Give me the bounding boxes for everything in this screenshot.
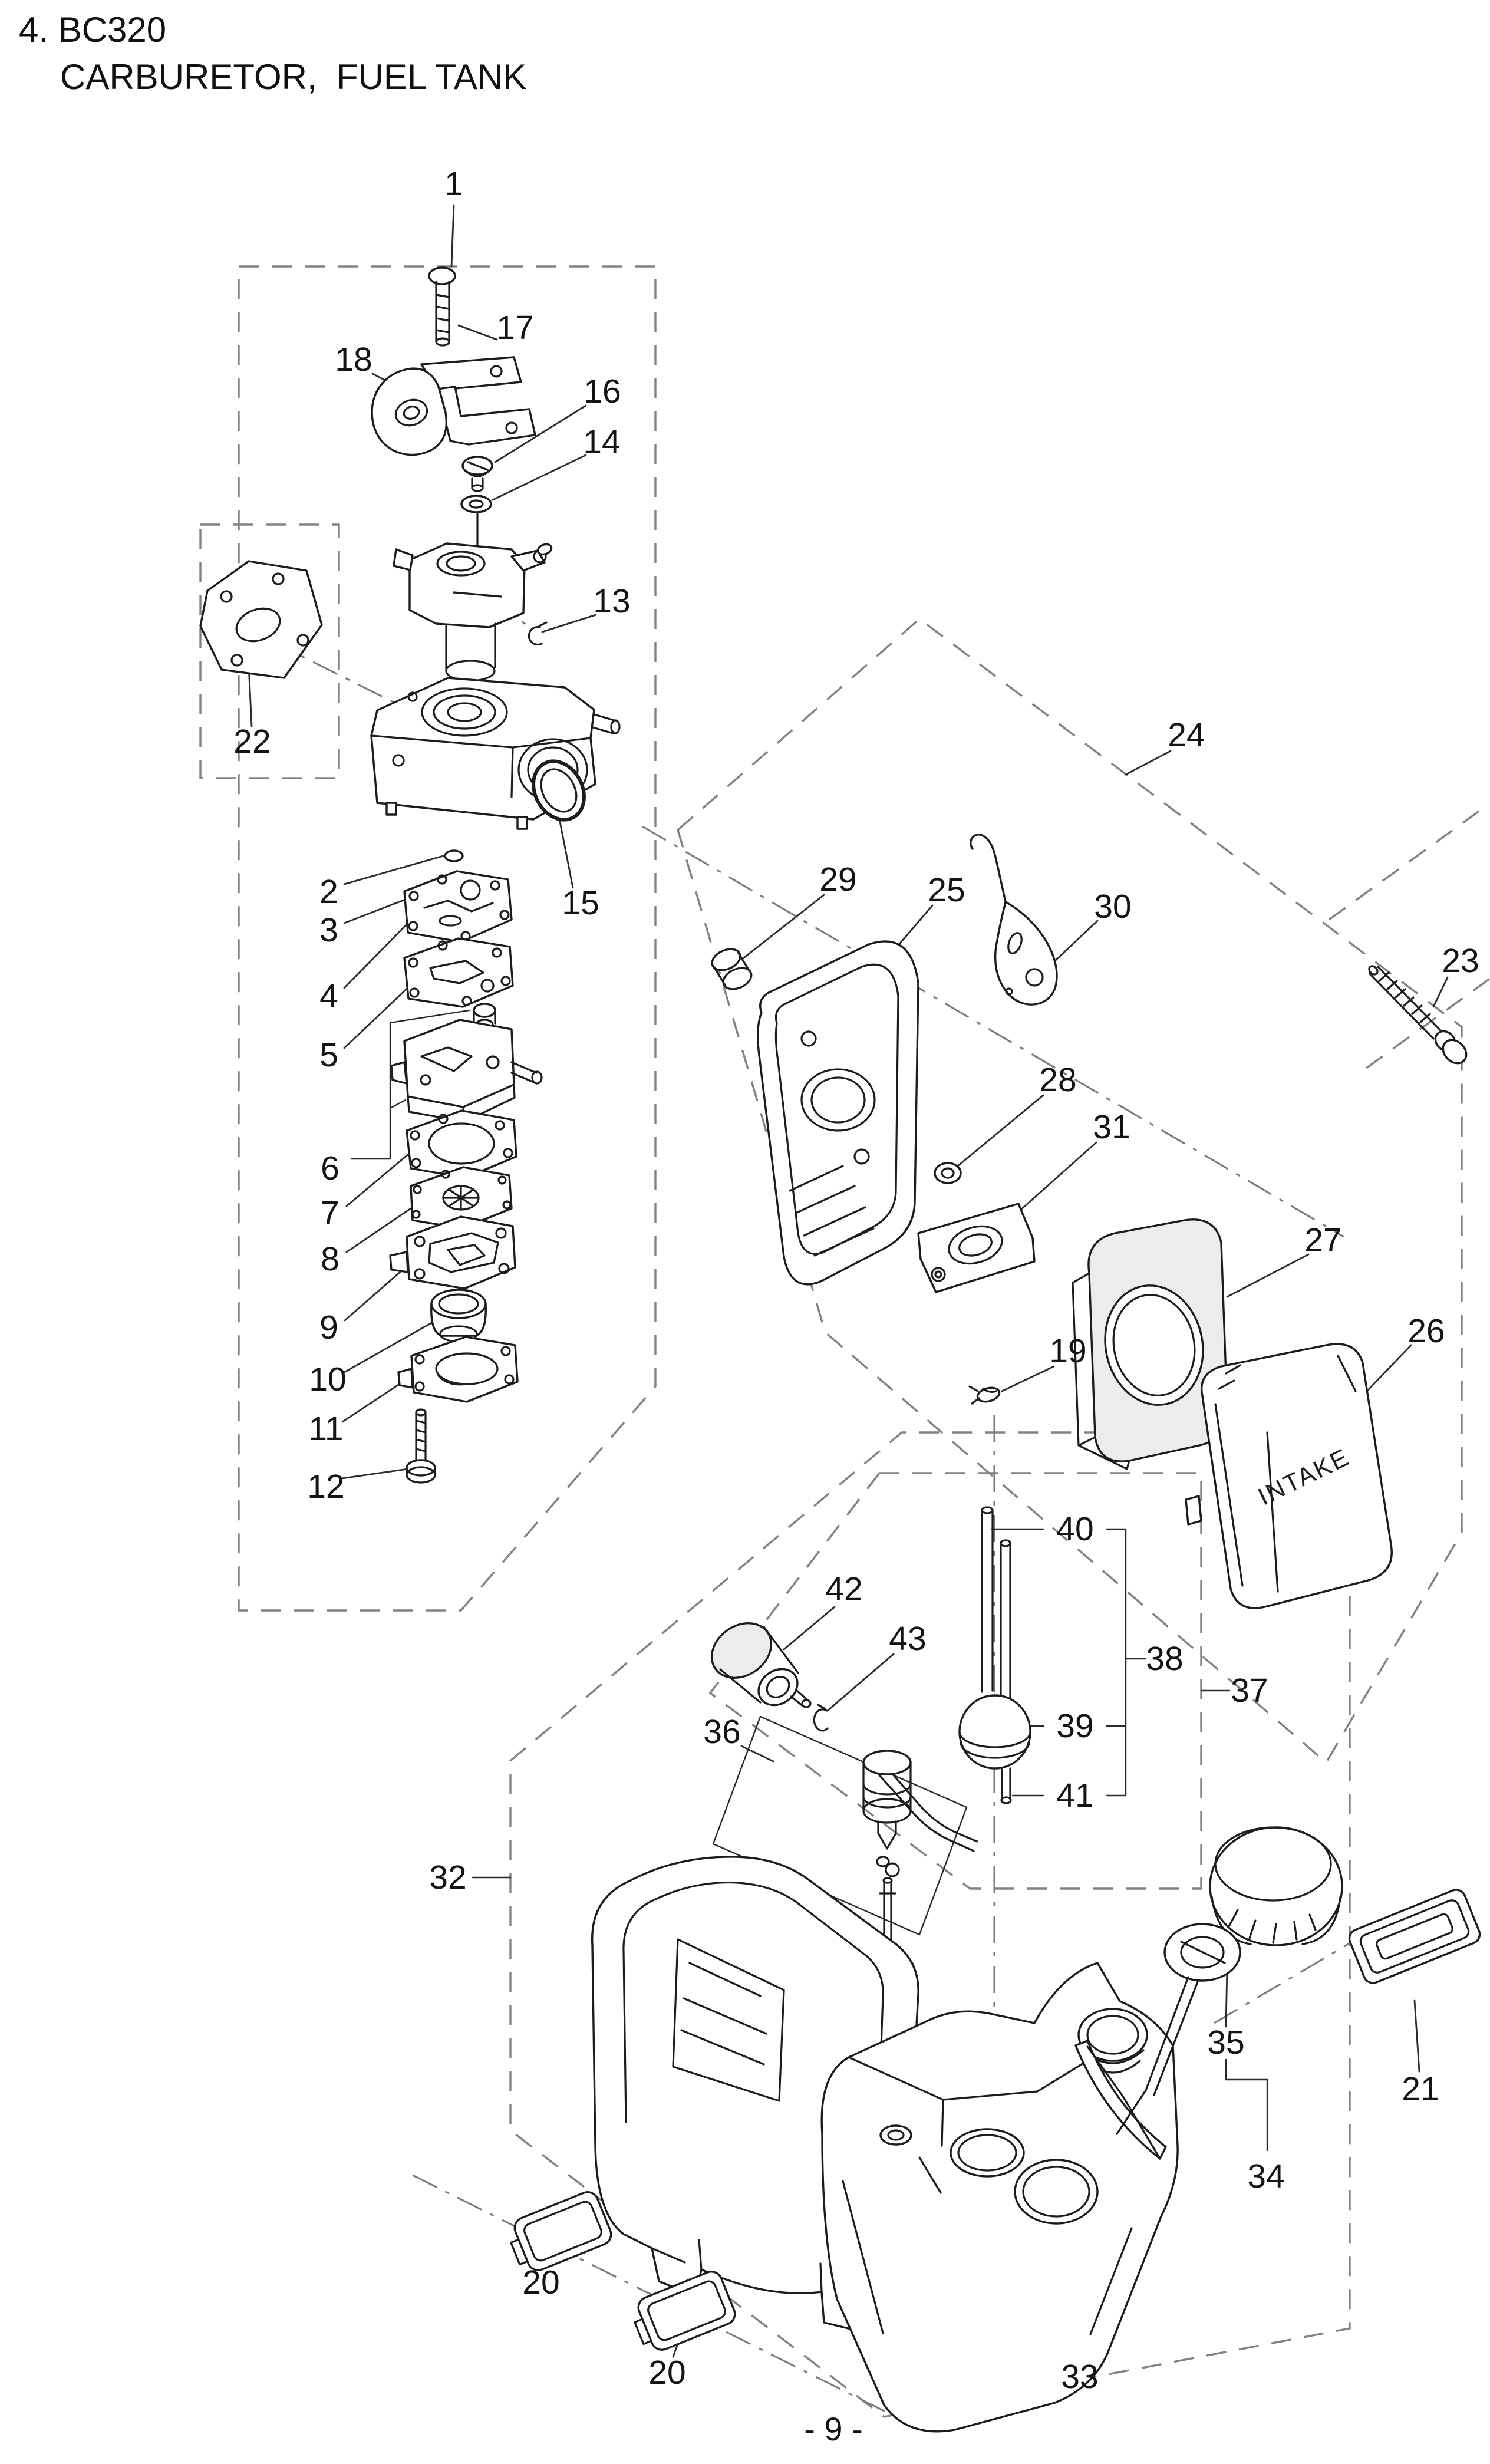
part-label-32: 32 xyxy=(429,1859,466,1896)
part-21-grommet-plate xyxy=(1348,1889,1481,1984)
part-label-10: 10 xyxy=(309,1361,346,1398)
part-label-13: 13 xyxy=(593,582,630,620)
part-5-gasket xyxy=(403,937,514,1008)
part-13-clip xyxy=(528,621,548,646)
part-label-29: 29 xyxy=(819,861,856,898)
part-19-clip xyxy=(968,1385,1001,1405)
part-42-fuel-filter xyxy=(710,1622,812,1708)
part-label-12: 12 xyxy=(307,1468,344,1506)
part-label-33: 33 xyxy=(1061,2358,1098,2396)
part-label-27: 27 xyxy=(1304,1221,1341,1259)
part-14-washer xyxy=(460,495,492,546)
bracket-lines xyxy=(350,1009,1268,2152)
bracket-pipe-group-38 xyxy=(990,1528,1147,1797)
part-label-28: 28 xyxy=(1039,1061,1076,1099)
part-9-metering-body xyxy=(389,1215,516,1290)
part-label-2: 2 xyxy=(319,873,338,911)
part-34-fuel-cap xyxy=(1209,1826,1343,1946)
part-label-36: 36 xyxy=(703,1713,740,1751)
part-label-14: 14 xyxy=(583,423,620,461)
part-10-primer-cup xyxy=(430,1289,487,1343)
part-7-pump-gasket xyxy=(406,1109,517,1179)
part-label-4: 4 xyxy=(319,977,338,1015)
part-label-39: 39 xyxy=(1056,1707,1093,1745)
assembly-box-carburetor-1 xyxy=(238,265,657,1612)
part-15-seal-ring xyxy=(532,759,586,822)
section-title: 4. BC320 xyxy=(19,10,167,50)
part-label-40: 40 xyxy=(1056,1510,1093,1548)
part-label-20: 20 xyxy=(522,2264,559,2301)
part-number-labels: 1234567891011121314151617181920202122232… xyxy=(233,165,1479,2396)
part-28-washer xyxy=(934,1162,962,1184)
part-label-9: 9 xyxy=(319,1309,338,1346)
part-label-18: 18 xyxy=(335,341,372,378)
part-label-34: 34 xyxy=(1247,2157,1284,2195)
part-label-22: 22 xyxy=(233,723,271,760)
part-2-ring xyxy=(444,849,464,862)
part-label-37: 37 xyxy=(1231,1672,1268,1709)
part-label-43: 43 xyxy=(889,1620,926,1658)
page-subtitle: CARBURETOR, FUEL TANK xyxy=(60,57,527,97)
part-label-25: 25 xyxy=(928,871,965,909)
part-label-24: 24 xyxy=(1168,716,1205,754)
part-22-gasket xyxy=(199,560,323,679)
part-label-20: 20 xyxy=(648,2354,685,2391)
part-throttle-body xyxy=(393,542,553,682)
page-number: - 9 - xyxy=(804,2410,863,2447)
frame-part36 xyxy=(712,1715,968,1936)
part-18-bracket xyxy=(371,356,536,456)
part-label-19: 19 xyxy=(1049,1332,1086,1370)
part-label-31: 31 xyxy=(1093,1108,1130,1146)
part-label-6: 6 xyxy=(321,1149,339,1187)
part-label-30: 30 xyxy=(1094,888,1131,925)
part-4-metering-plate xyxy=(403,870,513,943)
part-12-screw xyxy=(406,1408,436,1484)
axis-aircleaner xyxy=(642,825,1344,1238)
part-23-screw xyxy=(1368,965,1468,1065)
part-label-42: 42 xyxy=(825,1570,862,1608)
part-30-choke-lever xyxy=(970,834,1058,1006)
axis-grommets-20 xyxy=(412,2174,920,2430)
part-17-screw xyxy=(428,266,456,347)
part-16-idle-screw xyxy=(461,456,493,492)
part-label-41: 41 xyxy=(1056,1777,1093,1814)
bracket-part6 xyxy=(350,1009,470,1160)
part-label-11: 11 xyxy=(308,1410,343,1448)
part-label-35: 35 xyxy=(1207,2024,1244,2061)
part-33-fuel-tank xyxy=(820,1962,1179,2433)
part-label-17: 17 xyxy=(496,309,533,347)
part-label-7: 7 xyxy=(321,1194,339,1232)
part-8-diaphragm xyxy=(410,1166,513,1230)
part-20-grommet-a xyxy=(510,2191,612,2271)
part-label-21: 21 xyxy=(1402,2070,1439,2108)
bracket-cap-34 xyxy=(1225,2058,1268,2152)
part-label-8: 8 xyxy=(321,1240,339,1278)
part-label-38: 38 xyxy=(1146,1640,1183,1678)
part-29-sleeve xyxy=(711,948,753,990)
part-25-aircleaner-plate xyxy=(757,940,919,1286)
assembly-box-screw-23 xyxy=(1329,808,1490,1069)
part-label-26: 26 xyxy=(1407,1312,1445,1350)
assembly-box-aircleaner-24 xyxy=(677,617,1463,1764)
part-11-pump-plate xyxy=(397,1336,519,1403)
part-20-grommet-b xyxy=(634,2271,736,2351)
part-35-cap-retainer xyxy=(1014,1923,1241,2225)
part-31-bracket xyxy=(917,1203,1036,1293)
part-6-pump-body xyxy=(390,1003,543,1123)
assembly-box-fueltank-32 xyxy=(509,1431,1351,2418)
part-label-5: 5 xyxy=(319,1036,338,1074)
part-label-3: 3 xyxy=(319,911,338,949)
part-label-1: 1 xyxy=(444,165,463,203)
part-label-23: 23 xyxy=(1442,942,1479,980)
part-27-filter-element xyxy=(1072,1218,1228,1470)
part-label-16: 16 xyxy=(584,373,621,410)
part-43-clip xyxy=(813,1704,829,1732)
part-26-intake-cover: INTAKE xyxy=(1185,1343,1393,1609)
part-label-15: 15 xyxy=(562,884,599,922)
